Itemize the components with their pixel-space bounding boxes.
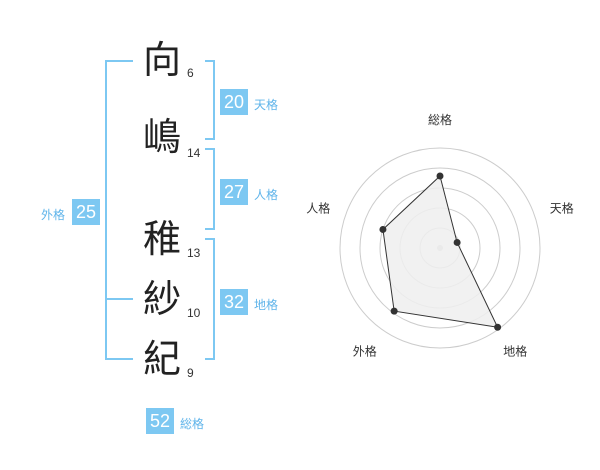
radar-points [379, 172, 502, 331]
jinkaku-bracket [205, 148, 215, 230]
tenkaku-value: 20 [220, 89, 249, 115]
soukaku-value: 52 [146, 408, 175, 434]
gaikaku-label: 外格 [41, 208, 66, 222]
stroke-count-3: 13 [187, 246, 201, 260]
name-char-2: 嶋 [142, 115, 181, 159]
radar-point-2 [453, 238, 461, 246]
stroke-count-1: 6 [187, 66, 194, 80]
soukaku-label: 総格 [180, 417, 205, 431]
radar-axis-label-5: 人格 [306, 200, 330, 215]
name-char-5: 紀 [142, 337, 181, 381]
jinkaku-value: 27 [220, 179, 249, 205]
gaikaku-bracket [105, 60, 133, 360]
name-char-3: 稚 [142, 217, 181, 261]
chikaku-value: 32 [220, 289, 249, 315]
chikaku-bracket [205, 238, 215, 360]
tenkaku-bracket [205, 60, 215, 140]
radar-axis-label-2: 天格 [550, 200, 574, 215]
radar-axis-label-4: 外格 [353, 344, 377, 359]
gaikaku-value: 25 [72, 199, 101, 225]
radar-point-1 [436, 172, 444, 180]
chikaku-label: 地格 [254, 298, 279, 312]
name-char-1: 向 [142, 38, 181, 82]
stroke-count-4: 10 [187, 306, 201, 320]
radar-ring-4 [359, 167, 521, 329]
radar-ring-5 [339, 147, 541, 349]
jinkaku-label: 人格 [254, 188, 279, 202]
stroke-count-5: 9 [187, 366, 194, 380]
radar-point-4 [390, 307, 398, 315]
tenkaku-label: 天格 [254, 98, 279, 112]
radar-axis-label-3: 地格 [503, 344, 527, 359]
stroke-count-2: 14 [187, 146, 201, 160]
radar-point-5 [379, 225, 387, 233]
radar-axis-label-1: 総格 [428, 112, 452, 127]
name-char-4: 紗 [142, 277, 181, 321]
gaikaku-divider [105, 298, 133, 300]
radar-point-3 [494, 323, 502, 331]
radar-shape [382, 175, 499, 328]
